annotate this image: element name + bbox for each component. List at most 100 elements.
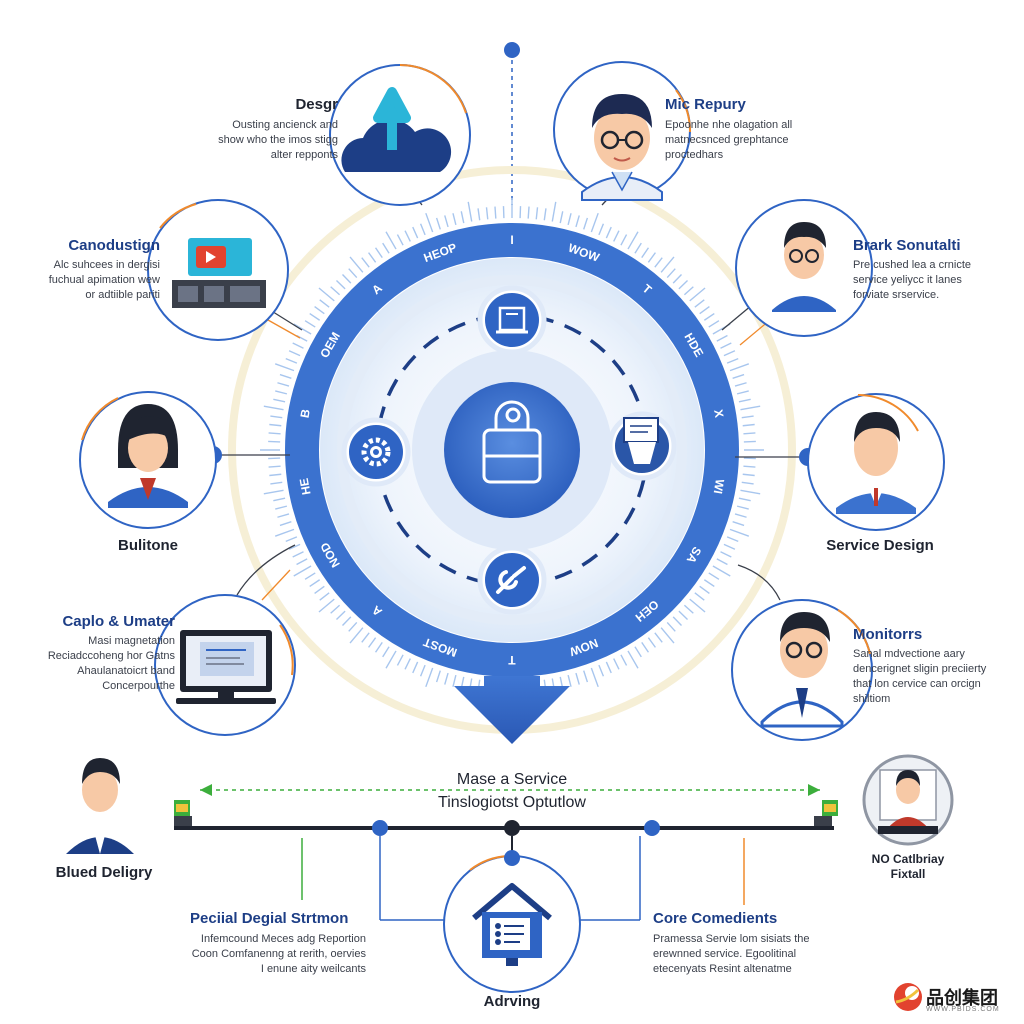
- video-player-icon: [172, 238, 266, 308]
- tick-mark: [341, 616, 352, 627]
- tick-mark: [292, 342, 304, 349]
- tick-mark: [361, 257, 370, 268]
- tick-mark: [535, 207, 539, 220]
- tick-mark: [374, 247, 383, 259]
- tick-ring: [260, 198, 764, 702]
- tick-mark: [270, 481, 283, 485]
- tick-mark: [277, 513, 290, 518]
- tick-mark: [385, 231, 397, 250]
- node-nocat-subtitle: Fixtall: [890, 867, 926, 881]
- operator-avatar-icon: [862, 754, 954, 846]
- tick-mark: [741, 415, 754, 419]
- node-monitors-title: Monitorrs: [853, 626, 923, 643]
- tick-mark: [494, 206, 497, 219]
- tick-mark: [304, 320, 316, 328]
- tick-mark: [575, 215, 580, 228]
- tick-mark: [385, 650, 397, 669]
- tick-mark: [736, 505, 749, 510]
- tick-mark: [720, 342, 732, 349]
- man-glasses-avatar-icon: [772, 222, 836, 312]
- tick-mark: [382, 242, 390, 254]
- node-design-title: Desgr: [295, 96, 338, 113]
- tick-mark: [435, 670, 441, 683]
- tick-mark: [694, 299, 705, 308]
- tick-mark: [694, 592, 705, 601]
- tick-mark: [567, 674, 572, 687]
- ring-label: WI: [711, 478, 727, 495]
- man-glasses-avatar-icon: [581, 94, 663, 201]
- tick-mark: [285, 536, 298, 543]
- tick-mark: [567, 213, 572, 226]
- node-caplo-title: Caplo & Umater: [62, 613, 175, 630]
- tick-mark: [269, 423, 282, 427]
- watermark-logo-icon: [894, 983, 922, 1011]
- tick-mark: [666, 621, 676, 632]
- tick-mark: [279, 521, 292, 527]
- tick-mark: [699, 306, 710, 315]
- tick-mark: [654, 257, 663, 268]
- tick-mark: [396, 654, 404, 666]
- tick-mark: [732, 521, 745, 527]
- tick-mark: [708, 572, 720, 580]
- voting-box-icon: [607, 411, 677, 481]
- tick-mark: [319, 592, 330, 601]
- tick-mark: [726, 536, 739, 543]
- tick-mark: [425, 212, 434, 233]
- tick-mark: [703, 579, 715, 588]
- tick-mark: [275, 505, 288, 510]
- tick-mark: [583, 670, 589, 683]
- tick-mark: [742, 473, 755, 477]
- tick-mark: [444, 672, 449, 685]
- tick-mark: [309, 579, 321, 588]
- tick-mark: [404, 658, 411, 670]
- tick-mark: [319, 299, 330, 308]
- tick-mark: [689, 287, 706, 302]
- tick-mark: [309, 312, 321, 321]
- ring-label: I: [510, 233, 513, 247]
- tick-mark: [330, 286, 341, 296]
- tick-mark: [678, 279, 689, 290]
- tick-mark: [620, 234, 628, 246]
- tick-mark: [296, 558, 308, 566]
- tick-mark: [268, 465, 281, 468]
- tick-mark: [734, 513, 747, 518]
- tick-mark: [598, 223, 605, 236]
- node-core-title: Core Comedients: [653, 910, 778, 927]
- tick-mark: [647, 637, 656, 648]
- tick-mark: [729, 528, 750, 537]
- tick-mark: [720, 551, 732, 558]
- center-circle: [444, 382, 580, 518]
- node-mic-title: Mic Repury: [665, 96, 746, 113]
- tick-mark: [467, 201, 473, 222]
- tick-mark: [368, 252, 377, 263]
- ring-label: T: [508, 653, 516, 667]
- tick-mark: [404, 230, 411, 242]
- tick-mark: [477, 208, 481, 221]
- man-suit-avatar-icon: [66, 758, 134, 854]
- tick-mark: [485, 207, 489, 220]
- tick-mark: [590, 212, 599, 233]
- briefcase-icon: [482, 400, 542, 484]
- tick-mark: [292, 551, 304, 558]
- node-nocat-title: NO Catlbriay: [871, 852, 945, 866]
- tick-mark: [543, 208, 547, 221]
- tick-mark: [740, 489, 761, 495]
- tick-mark: [590, 667, 599, 688]
- tick-mark: [361, 632, 370, 643]
- tick-mark: [551, 201, 557, 222]
- tick-mark: [269, 473, 282, 477]
- tick-mark: [419, 664, 426, 677]
- tick-mark: [288, 350, 301, 357]
- tick-mark: [723, 350, 736, 357]
- tick-mark: [672, 616, 683, 627]
- watermark-url: WWW.PBIDS.COM: [926, 1006, 1000, 1013]
- tick-mark: [712, 565, 731, 577]
- tick-mark: [452, 674, 457, 687]
- tick-mark: [740, 405, 761, 411]
